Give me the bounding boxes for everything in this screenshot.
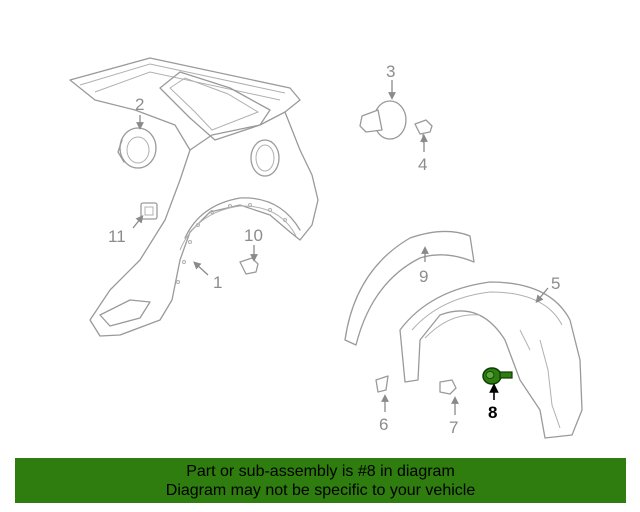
callout-5: 5 (551, 274, 560, 293)
push-pin-8-part[interactable] (482, 367, 513, 385)
fuel-door-part[interactable] (359, 100, 407, 140)
callout-7: 7 (449, 418, 458, 437)
callout-3: 3 (386, 62, 395, 81)
callout-2: 2 (135, 95, 144, 114)
wheel-molding-part[interactable] (344, 230, 475, 346)
leader-lines (132, 80, 549, 415)
part-info-banner: Part or sub-assembly is #8 in diagram Di… (15, 458, 626, 503)
callout-6: 6 (379, 415, 388, 434)
banner-line-disclaimer: Diagram may not be specific to your vehi… (165, 482, 476, 499)
callout-9: 9 (419, 267, 428, 286)
screw-7-part[interactable] (439, 379, 457, 395)
banner-line-part: Part or sub-assembly is #8 in diagram (186, 463, 455, 480)
callout-11: 11 (108, 227, 126, 246)
callout-8: 8 (488, 403, 497, 422)
quarter-panel-part[interactable] (69, 57, 319, 337)
callout-1: 1 (213, 273, 222, 292)
screw-10-part[interactable] (239, 257, 259, 275)
fuel-door-housing-part[interactable] (117, 127, 157, 169)
callout-10: 10 (244, 226, 263, 245)
clip-6-part[interactable] (375, 375, 389, 393)
callout-4: 4 (418, 155, 427, 174)
parts-diagram: 1 2 3 4 5 6 7 8 9 10 11 (69, 57, 583, 439)
wheelhouse-liner-part[interactable] (399, 281, 583, 439)
nut-11-part[interactable] (140, 202, 158, 220)
